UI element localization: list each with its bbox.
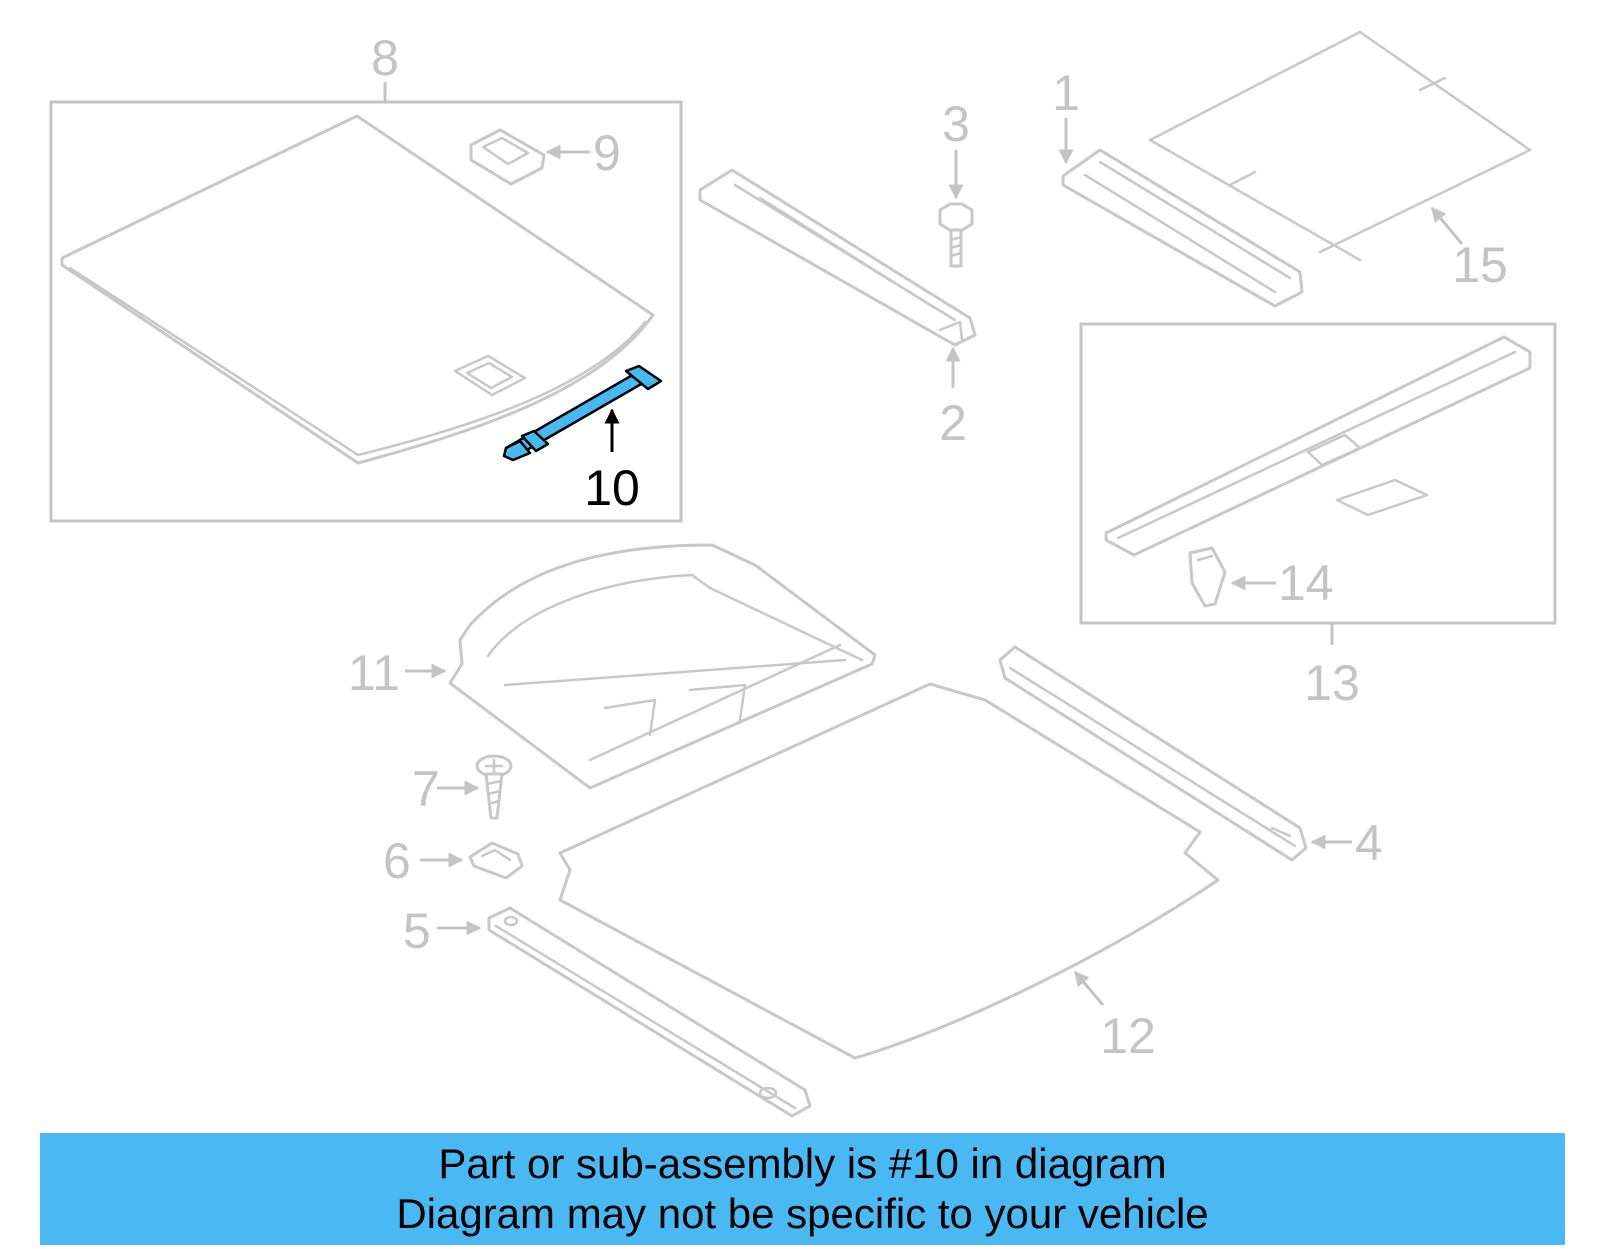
leader-12: [1073, 970, 1105, 1006]
banner-line-1: Part or sub-assembly is #10 in diagram: [438, 1140, 1167, 1187]
part-2-rail: [698, 168, 977, 347]
callout-5: 5: [403, 903, 431, 959]
callout-6: 6: [383, 833, 411, 889]
part-5-rail: [487, 906, 812, 1118]
info-banner: Part or sub-assembly is #10 in diagram D…: [40, 1133, 1565, 1245]
callout-1: 1: [1052, 65, 1080, 121]
part-14-clip: [1188, 546, 1227, 608]
callout-3: 3: [942, 96, 970, 152]
part-12-mat: [558, 682, 1220, 1060]
callout-9: 9: [593, 125, 621, 181]
callout-12: 12: [1100, 1008, 1156, 1064]
banner-line-2: Diagram may not be specific to your vehi…: [396, 1190, 1209, 1237]
part-9-clip: [469, 128, 546, 186]
callout-13: 13: [1304, 655, 1360, 711]
part-4-rail: [998, 645, 1308, 862]
part-3-bolt: [938, 202, 974, 268]
callout-15: 15: [1452, 237, 1508, 293]
part-15-frame: [1148, 30, 1532, 262]
callout-2: 2: [939, 395, 967, 451]
group-box-13: 13 14: [1079, 322, 1557, 711]
callout-4: 4: [1355, 815, 1383, 871]
group-box-8-frame: [49, 100, 683, 523]
part-10-strap: [502, 364, 663, 462]
callout-11: 11: [348, 645, 400, 701]
leader-15: [1430, 206, 1464, 245]
part-1-rail: [1061, 148, 1304, 308]
callout-7: 7: [412, 761, 440, 817]
cargo-floor-board: [60, 114, 655, 465]
part-7-screw: [475, 754, 513, 820]
callout-8: 8: [371, 30, 399, 86]
scuff-plate: [1104, 335, 1532, 557]
group-box-13-frame: [1079, 322, 1557, 625]
group-box-8: 8 9 10: [49, 30, 683, 523]
part-11-tray: [448, 543, 877, 790]
callout-14: 14: [1278, 555, 1334, 611]
part-6-clip: [468, 841, 524, 880]
callout-10: 10: [584, 460, 640, 516]
